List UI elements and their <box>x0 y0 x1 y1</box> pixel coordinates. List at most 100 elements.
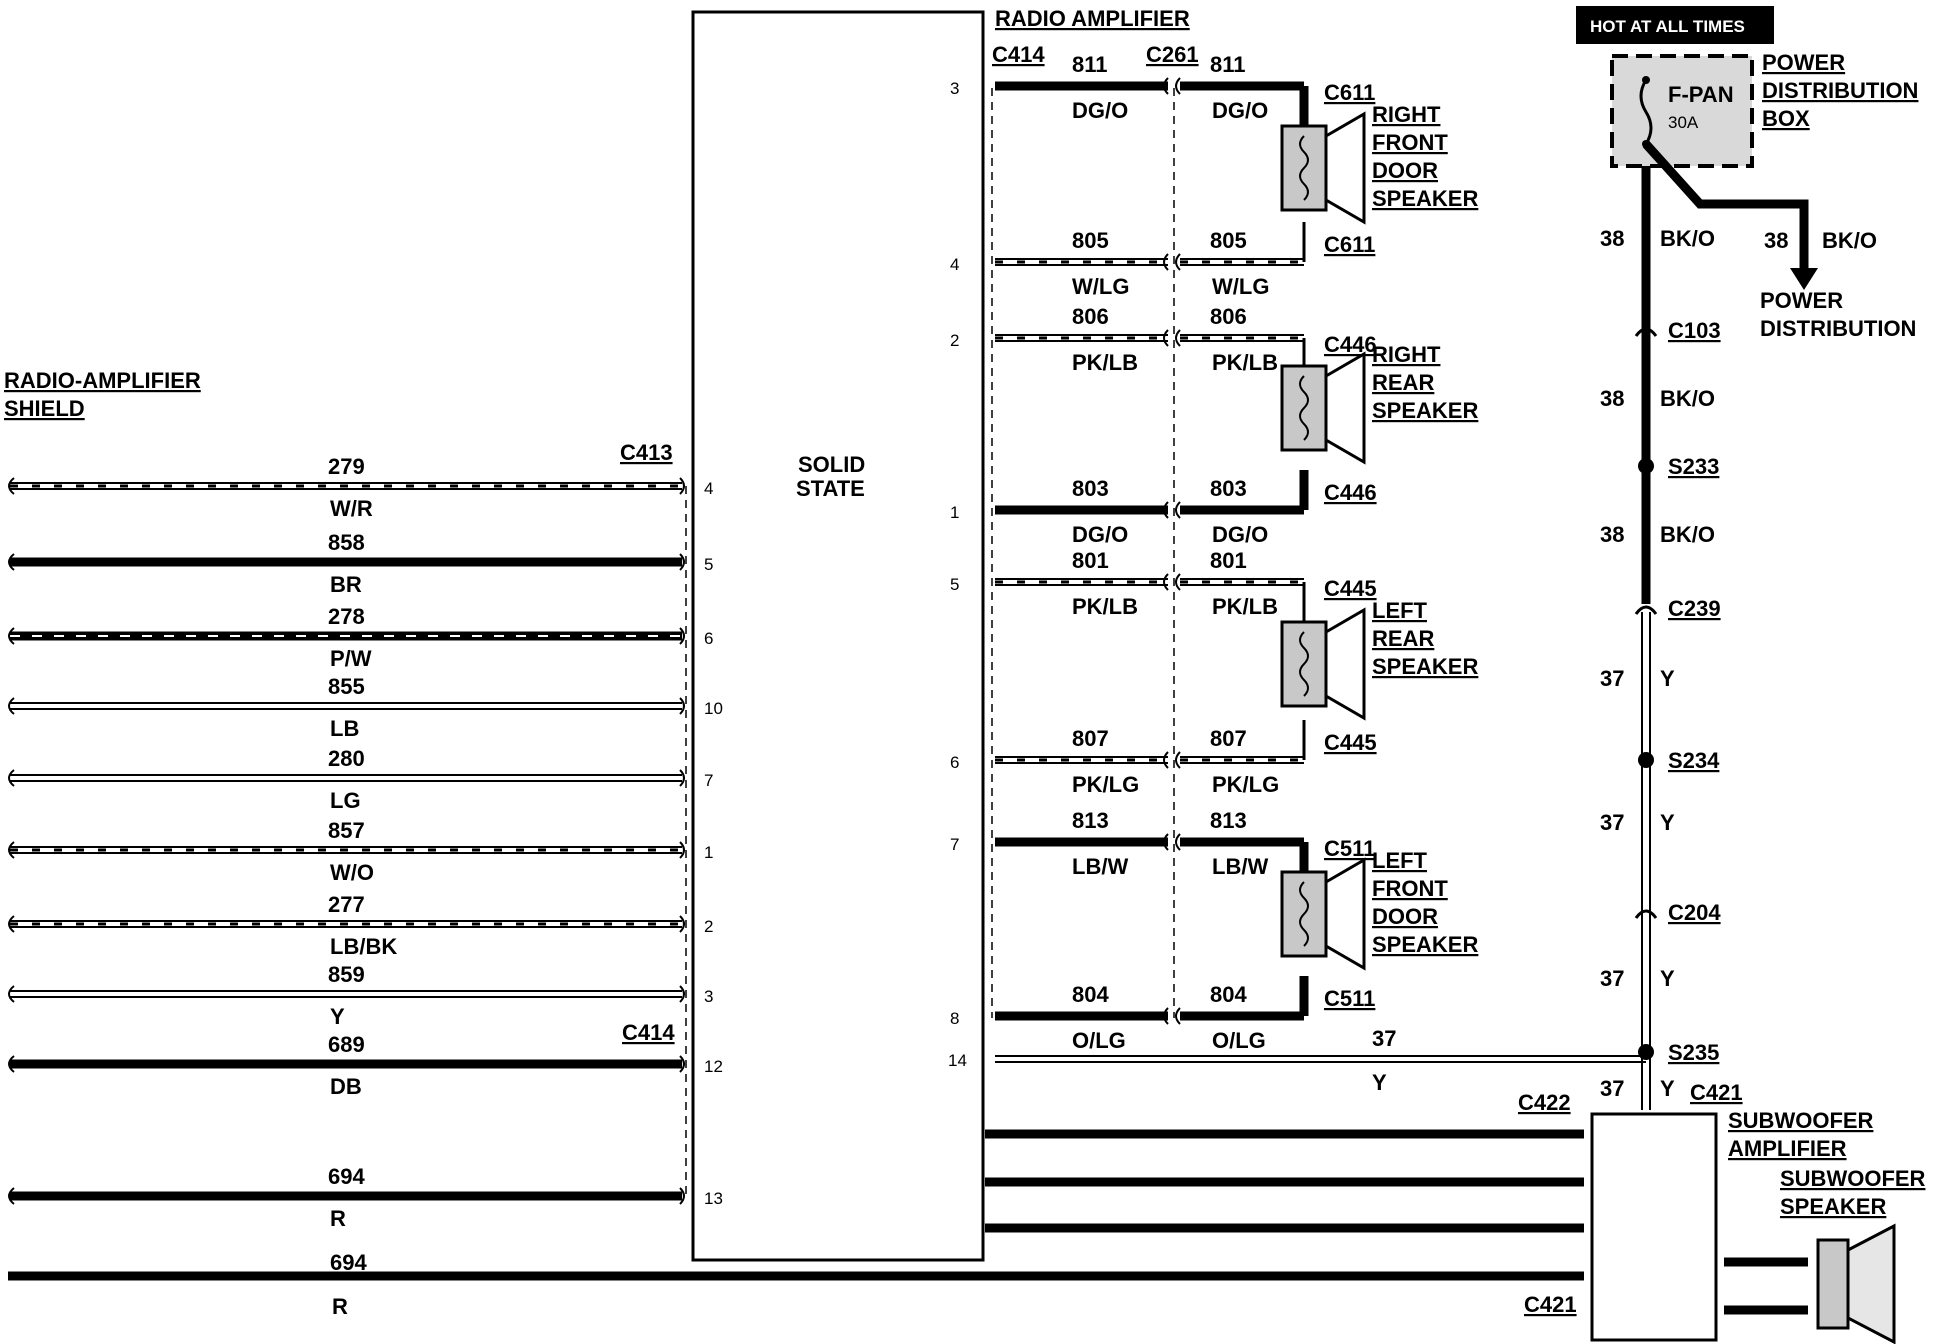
speaker-label-2-1: REAR <box>1372 626 1434 651</box>
power-distribution-label: POWER <box>1760 288 1843 313</box>
chain-color-6: Y <box>1660 1076 1675 1101</box>
speaker-coil-0 <box>1299 135 1309 201</box>
wire-color-277: LB/BK <box>330 934 397 959</box>
right-color-a-7: O/LG <box>1072 1028 1126 1053</box>
wire-number-277: 277 <box>328 892 365 917</box>
speaker-conn-C446-2: C446 <box>1324 332 1377 357</box>
chain-num-0: 38 <box>1600 226 1624 251</box>
right-num-b-6: 813 <box>1210 808 1247 833</box>
right-num-a-2: 806 <box>1072 304 1109 329</box>
c261-label: C261 <box>1146 42 1199 67</box>
shield-label: RADIO-AMPLIFIER <box>4 368 201 393</box>
fuse-label: F-PAN <box>1668 82 1734 107</box>
wire-color-689: DB <box>330 1074 362 1099</box>
connector-c261-4 <box>1163 573 1169 591</box>
speaker-label-0-0: RIGHT <box>1372 102 1441 127</box>
wire-color-280: LG <box>330 788 361 813</box>
speaker-coil-1 <box>1299 375 1309 441</box>
wire-number-859: 859 <box>328 962 365 987</box>
right-num-a-6: 813 <box>1072 808 1109 833</box>
wire-number-855: 855 <box>328 674 365 699</box>
connector-c261-6 <box>1163 833 1169 851</box>
speaker-conn-C611-1: C611 <box>1324 232 1375 257</box>
speaker-conn-C446-3: C446 <box>1324 480 1377 505</box>
speaker-label-2-0: LEFT <box>1372 598 1428 623</box>
right-color-b-2: PK/LB <box>1212 350 1278 375</box>
wire-number-280: 280 <box>328 746 365 771</box>
connector-c261b-2 <box>1175 329 1181 347</box>
fuse-icon <box>1639 79 1653 145</box>
connector-C204 <box>1634 909 1658 919</box>
right-color-b-6: LB/W <box>1212 854 1268 879</box>
subwoofer-amp-label-2: AMPLIFIER <box>1728 1136 1847 1161</box>
chain-num-6: 37 <box>1600 1076 1624 1101</box>
connector-278 <box>679 627 685 645</box>
right-num-b-5: 807 <box>1210 726 1247 751</box>
chain-num-3: 37 <box>1600 666 1624 691</box>
connector-c261-5 <box>1163 751 1169 769</box>
wire-number-857: 857 <box>328 818 365 843</box>
speaker-label-0-2: DOOR <box>1372 158 1438 183</box>
splice-S235 <box>1638 1044 1654 1060</box>
wire-end-857 <box>8 841 15 859</box>
right-num-a-3: 803 <box>1072 476 1109 501</box>
speaker-label-0-3: SPEAKER <box>1372 186 1478 211</box>
wire-end-278 <box>8 627 15 645</box>
pin-7: 7 <box>704 771 713 790</box>
wire-color-694: R <box>330 1206 346 1231</box>
hot-badge-text: HOT AT ALL TIMES <box>1590 17 1745 36</box>
right-pin-7: 7 <box>950 835 959 854</box>
connector-855 <box>679 697 685 715</box>
right-num-b-3: 803 <box>1210 476 1247 501</box>
wire-color-855: LB <box>330 716 359 741</box>
subwoofer-speaker-label-2: SPEAKER <box>1780 1194 1886 1219</box>
power-branch-wire <box>1642 140 1809 272</box>
power-branch-num: 38 <box>1764 228 1788 253</box>
connector-c261b-4 <box>1175 573 1181 591</box>
right-pin-6: 6 <box>950 753 959 772</box>
right-color-a-1: W/LG <box>1072 274 1129 299</box>
right-color-a-2: PK/LB <box>1072 350 1138 375</box>
splice-S234 <box>1638 752 1654 768</box>
connector-689 <box>679 1055 685 1073</box>
wire-color-278: P/W <box>330 646 372 671</box>
speaker-label-1-2: SPEAKER <box>1372 398 1478 423</box>
right-num-b-4: 801 <box>1210 548 1247 573</box>
speaker-group: RIGHTFRONTDOORSPEAKERRIGHTREARSPEAKERLEF… <box>1280 102 1478 971</box>
power-branch-arrow <box>1790 268 1818 290</box>
wire-end-280 <box>8 769 15 787</box>
pin-12: 12 <box>704 1057 723 1076</box>
c421-top-label: C421 <box>1690 1080 1743 1105</box>
connector-c261b-6 <box>1175 833 1181 851</box>
right-color-b-1: W/LG <box>1212 274 1269 299</box>
pdb-label-3: BOX <box>1762 106 1810 131</box>
right-pin-1: 1 <box>950 503 959 522</box>
speaker-magnet-3 <box>1280 870 1328 958</box>
solid-state-label: SOLID <box>798 452 865 477</box>
connector-280 <box>679 769 685 787</box>
chain-color-2: BK/O <box>1660 522 1715 547</box>
splice-S233 <box>1638 458 1654 474</box>
wire-end-689 <box>8 1055 15 1073</box>
right-pin-3: 3 <box>950 79 959 98</box>
wire-color-857: W/O <box>330 860 374 885</box>
connector-c261b-5 <box>1175 751 1181 769</box>
right-color-a-6: LB/W <box>1072 854 1128 879</box>
wire-number-278: 278 <box>328 604 365 629</box>
chain-color-5: Y <box>1660 966 1675 991</box>
chain-node-S235: S235 <box>1668 1040 1719 1065</box>
power-branch-color: BK/O <box>1822 228 1877 253</box>
right-color-a-5: PK/LG <box>1072 772 1139 797</box>
chain-color-0: BK/O <box>1660 226 1715 251</box>
right-pin-8: 8 <box>950 1009 959 1028</box>
subwoofer-speaker-icon <box>1816 1223 1896 1344</box>
c421-bottom-label: C421 <box>1524 1292 1577 1317</box>
bottom-wire-num: 694 <box>330 1250 367 1275</box>
chain-num-4: 37 <box>1600 810 1624 835</box>
speaker-conn-C611-0: C611 <box>1324 80 1375 105</box>
speaker-cone-3 <box>1324 857 1366 971</box>
connector-859 <box>679 985 685 1003</box>
power-distribution-label-2: DISTRIBUTION <box>1760 316 1916 341</box>
right-num-a-0: 811 <box>1072 52 1108 77</box>
chain-node-S233: S233 <box>1668 454 1719 479</box>
